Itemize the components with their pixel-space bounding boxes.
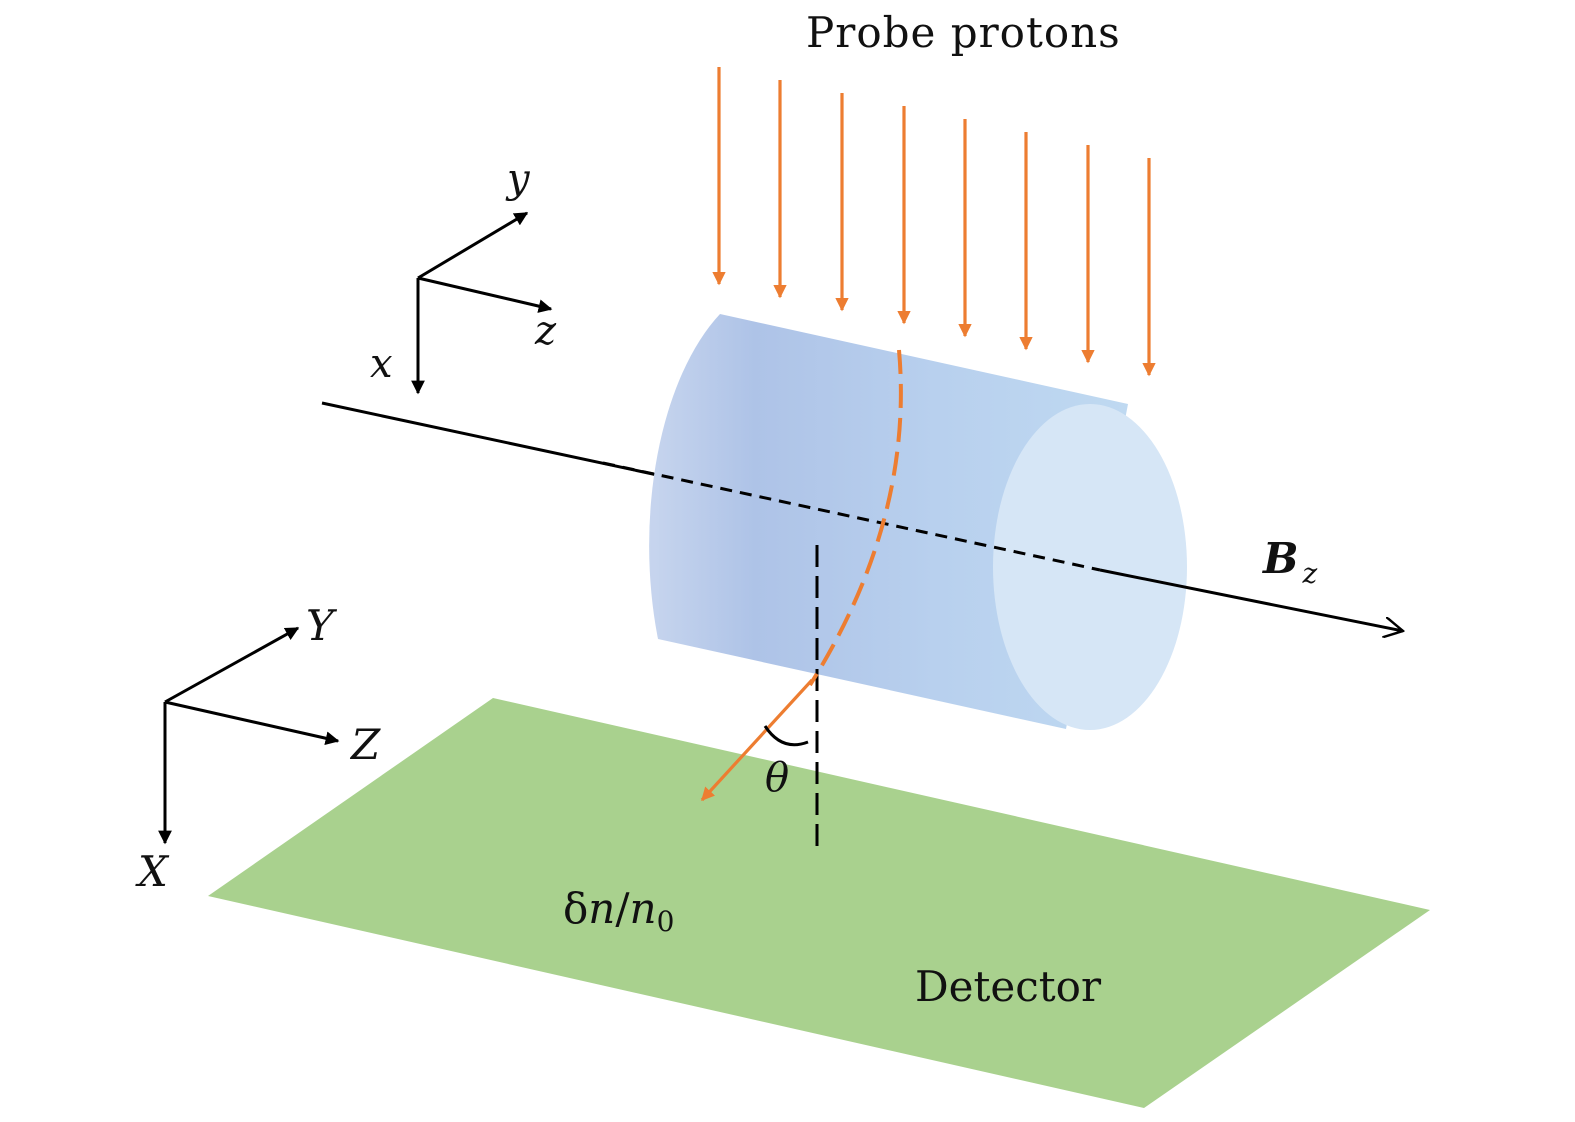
density-prefix: δ xyxy=(563,884,588,933)
field-symbol: B xyxy=(1262,534,1299,583)
deflected-trajectory xyxy=(808,349,903,687)
global-z-axis xyxy=(164,700,340,745)
density-label: δn/n0 xyxy=(563,884,674,938)
local-y-label: y xyxy=(505,156,531,202)
density-numerator: n xyxy=(588,884,615,933)
detector-label: Detector xyxy=(915,962,1102,1011)
field-axis-arrow xyxy=(1099,568,1403,631)
global-axes xyxy=(158,626,340,845)
angle-label: θ xyxy=(765,755,789,801)
global-y-label: Y xyxy=(306,601,338,650)
local-y-axis xyxy=(417,211,529,280)
probe-proton-arrows xyxy=(712,67,1156,377)
global-y-axis xyxy=(164,626,300,704)
density-denominator: n xyxy=(630,884,657,933)
local-z-label: z xyxy=(534,308,557,354)
theta-arc xyxy=(763,725,809,747)
field-subscript: z xyxy=(1302,557,1318,590)
global-z-label: Z xyxy=(349,720,381,769)
cylinder-end-cap xyxy=(993,404,1187,730)
local-x-label: x xyxy=(370,341,393,387)
density-separator: / xyxy=(615,884,630,933)
detector-plane xyxy=(208,698,1430,1108)
local-axes xyxy=(411,211,553,395)
deflected-proton-arrow xyxy=(700,678,814,802)
field-axis-dashed xyxy=(602,461,1101,572)
beam-label: Probe protons xyxy=(806,8,1121,57)
local-z-axis xyxy=(417,276,553,313)
density-denominator-sub: 0 xyxy=(657,905,675,938)
global-x-label: X xyxy=(135,847,170,896)
